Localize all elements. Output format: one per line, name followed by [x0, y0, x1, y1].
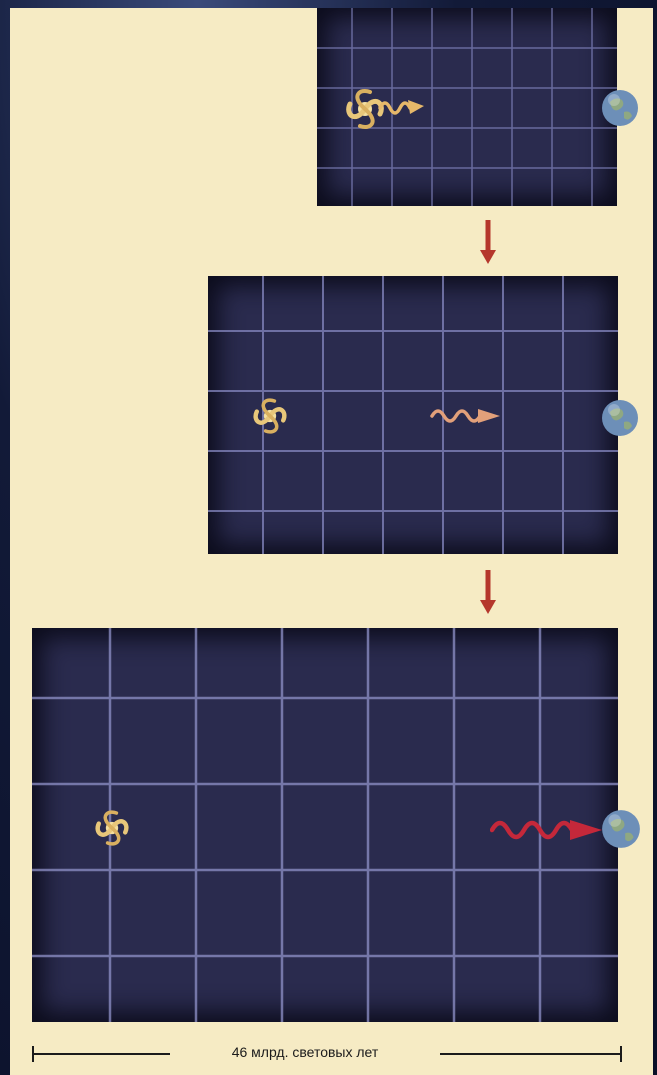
- down-arrow-icon: [478, 570, 498, 616]
- earth-icon: [600, 88, 640, 128]
- earth-icon: [600, 398, 640, 438]
- galaxy-icon: [248, 394, 292, 438]
- scale-bar-right-cap: [620, 1046, 622, 1062]
- down-arrow-icon: [478, 220, 498, 266]
- scale-label: 46 млрд. световых лет: [170, 1044, 440, 1060]
- light-wave-icon: [378, 94, 426, 118]
- diagram-panel: [10, 8, 653, 1075]
- light-wave-icon: [490, 814, 604, 844]
- scale-bar-left-cap: [32, 1046, 34, 1062]
- galaxy-icon: [90, 806, 134, 850]
- light-wave-icon: [430, 404, 502, 428]
- earth-icon: [600, 808, 642, 850]
